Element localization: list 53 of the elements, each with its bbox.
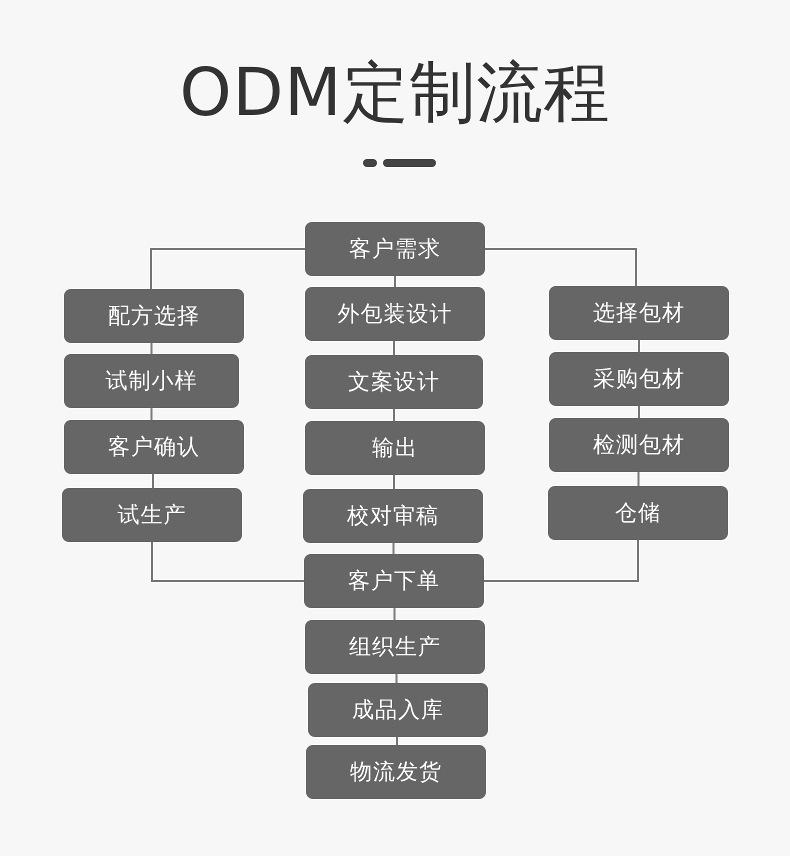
box-label: 采购包材 [593, 366, 685, 394]
process-box [549, 286, 729, 340]
connector-line [638, 406, 640, 418]
process-box [549, 418, 729, 472]
title: ODM定制流程 [178, 53, 612, 133]
process-box [64, 289, 244, 343]
connector-line [150, 343, 152, 354]
process-box [308, 683, 488, 737]
box-label: 选择包材 [593, 300, 685, 328]
connector-line [151, 542, 304, 582]
box-label: 校对审稿 [347, 503, 439, 531]
box-label: 输出 [372, 435, 418, 463]
process-box [305, 287, 485, 341]
box-label: 试生产 [118, 502, 186, 530]
box-label: 检测包材 [593, 432, 685, 460]
box-label: 成品入库 [352, 697, 444, 725]
connector-line [396, 674, 398, 683]
process-box [304, 554, 484, 608]
connector-line [484, 540, 639, 582]
connector-line [638, 472, 640, 486]
process-box [306, 745, 486, 799]
connector-line [394, 276, 396, 287]
box-label: 客户确认 [108, 434, 200, 462]
connector-line [485, 248, 637, 286]
process-box [305, 355, 483, 409]
box-label: 客户需求 [349, 236, 441, 264]
connector-line [393, 341, 395, 355]
connector-line [394, 608, 396, 620]
connector-line [396, 737, 398, 745]
process-box [64, 354, 239, 408]
box-label: 仓储 [615, 500, 661, 528]
box-label: 组织生产 [349, 634, 441, 662]
box-label: 配方选择 [108, 303, 200, 331]
process-box [548, 486, 728, 540]
process-box [62, 488, 242, 542]
box-label: 物流发货 [350, 759, 442, 787]
connector-line [392, 543, 394, 554]
connector-line [393, 409, 395, 421]
box-label: 试制小样 [106, 368, 198, 396]
process-box [303, 489, 483, 543]
box-label: 外包装设计 [338, 301, 452, 329]
box-label: 文案设计 [348, 369, 440, 397]
connector-line [152, 474, 154, 488]
connector-line [393, 475, 395, 489]
box-label: 客户下单 [348, 568, 440, 596]
connector-line [150, 408, 152, 420]
process-box [305, 421, 485, 475]
connector-line [638, 340, 640, 352]
process-box [305, 222, 485, 276]
process-box [549, 352, 729, 406]
process-box [305, 620, 485, 674]
process-box [64, 420, 244, 474]
connector-line [150, 248, 305, 289]
